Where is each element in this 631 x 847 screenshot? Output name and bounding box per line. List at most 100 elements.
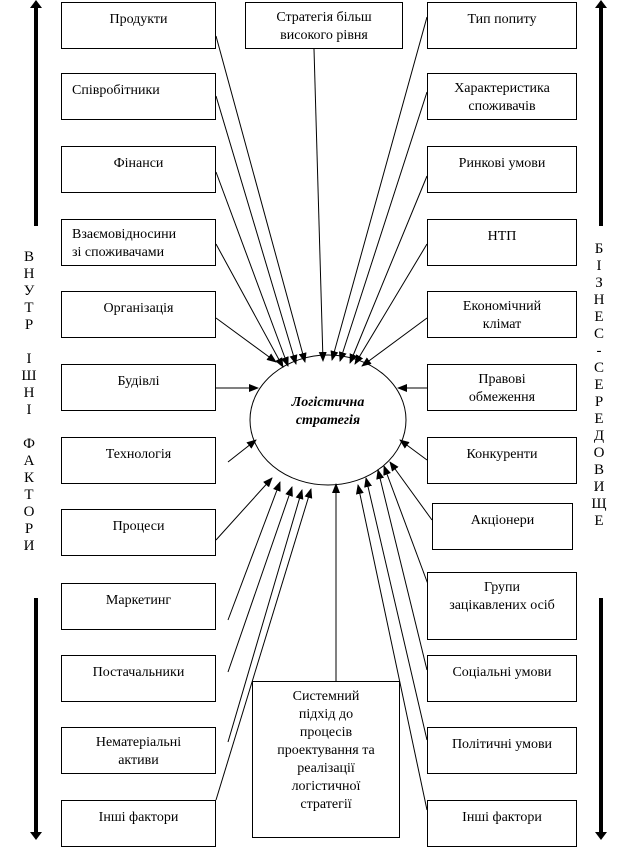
box-line: споживачів	[468, 99, 536, 114]
vertical-letter: И	[23, 538, 35, 554]
right-arrow	[338, 91, 428, 362]
vertical-letter: С	[593, 360, 604, 376]
vertical-letter: Щ	[591, 496, 607, 512]
left-arrow	[215, 95, 298, 365]
vertical-letter: С	[593, 326, 604, 342]
right-arrow	[349, 175, 428, 364]
right-factor-box: Соціальні умови	[427, 655, 577, 702]
box-line: логістичної	[291, 779, 361, 794]
vertical-letter: У	[23, 283, 35, 299]
box-line: Організація	[103, 301, 174, 316]
vertical-letter: І	[596, 258, 602, 274]
box-line: Взаємовідносини	[72, 227, 177, 242]
left-factor-box: Будівлі	[61, 364, 216, 411]
left-arrow	[215, 477, 273, 541]
left-factor-box: Організація	[61, 291, 216, 338]
left-factor-box: Співробітники	[61, 73, 216, 120]
box-line: Фінанси	[113, 156, 164, 171]
box-line: Процеси	[112, 519, 165, 534]
vertical-letter	[20, 419, 38, 436]
right-arrow	[389, 461, 433, 521]
left-factor-box: Процеси	[61, 509, 216, 556]
vertical-letter: З	[595, 275, 603, 291]
right-vertical-arrow	[595, 0, 607, 840]
box-line: активи	[118, 753, 159, 768]
right-factor-box: Характеристика споживачів	[427, 73, 577, 120]
vertical-letter: Ф	[23, 436, 35, 452]
left-arrow	[215, 35, 307, 363]
box-line: Співробітники	[72, 83, 160, 98]
box-line: проектування та	[277, 743, 375, 758]
box-line: Акціонери	[470, 513, 535, 528]
vertical-letter: Р	[24, 317, 34, 333]
box-line: Конкуренти	[466, 447, 538, 462]
vertical-letter: В	[593, 462, 604, 478]
vertical-letter: Н	[23, 266, 35, 282]
center-label-line: Логістична	[291, 395, 365, 410]
vertical-letter: О	[23, 504, 35, 520]
higher-strategy-box: Стратегія більш високого рівня	[245, 2, 403, 49]
box-line: Стратегія більш	[276, 10, 372, 25]
box-line: високого рівня	[280, 28, 368, 43]
box-line: Характеристика	[454, 81, 550, 96]
box-line: Системний	[292, 689, 360, 704]
left-factor-box: Продукти	[61, 2, 216, 49]
center-label: Логістична стратегія	[260, 394, 396, 430]
vertical-letter: Ш	[21, 368, 37, 384]
vertical-letter: Е	[594, 513, 604, 529]
vertical-letter: І	[26, 402, 32, 418]
box-line: клімат	[482, 317, 522, 332]
right-arrow	[364, 477, 428, 741]
right-arrow	[354, 243, 428, 365]
left-arrow	[227, 486, 293, 673]
right-arrow	[330, 16, 428, 361]
box-line: Маркетинг	[105, 593, 172, 608]
vertical-letter: Б	[594, 241, 604, 257]
vertical-letter: Е	[594, 377, 604, 393]
left-arrow	[227, 481, 281, 621]
box-line: зацікавлених осіб	[449, 598, 555, 613]
vertical-letter: И	[593, 479, 605, 495]
right-arrow	[399, 439, 428, 461]
left-factor-box: Фінанси	[61, 146, 216, 193]
box-line: Правові	[478, 372, 526, 387]
left-factor-box: Технологія	[61, 437, 216, 484]
left-arrow	[215, 243, 284, 368]
vertical-letter: А	[23, 453, 35, 469]
left-arrow	[215, 171, 289, 367]
left-arrow	[227, 439, 257, 463]
vertical-letter: В	[23, 249, 34, 265]
box-line: обмеження	[468, 390, 536, 405]
box-line: Технологія	[105, 447, 172, 462]
right-arrow	[355, 484, 428, 811]
left-vertical-arrow	[30, 0, 42, 840]
right-factor-box: Ринкові умови	[427, 146, 577, 193]
box-line: Інші фактори	[462, 810, 542, 825]
system-approach-box: Системний підхід до процесів проектування т…	[252, 681, 400, 838]
vertical-letter: Р	[594, 394, 604, 410]
right-factor-box: Акціонери	[432, 503, 573, 550]
top-arrow	[313, 48, 327, 362]
box-line: Будівлі	[117, 374, 160, 389]
vertical-letter: -	[596, 343, 602, 359]
right-factor-box: Конкуренти	[427, 437, 577, 484]
right-factor-box: Політичні умови	[427, 727, 577, 774]
center-label-line: стратегія	[295, 413, 361, 428]
box-line: підхід до	[298, 707, 354, 722]
box-line: Соціальні умови	[452, 665, 552, 680]
vertical-letter: Д	[593, 428, 605, 444]
vertical-letter: Е	[594, 309, 604, 325]
box-line: стратегії	[300, 797, 352, 812]
box-line: Продукти	[109, 12, 168, 27]
box-line: Нематеріальні	[95, 735, 182, 750]
vertical-letter: І	[26, 351, 32, 367]
box-line: НТП	[487, 229, 517, 244]
box-line: процесів	[299, 725, 353, 740]
right-arrow	[383, 465, 433, 596]
left-factor-box: Постачальники	[61, 655, 216, 702]
